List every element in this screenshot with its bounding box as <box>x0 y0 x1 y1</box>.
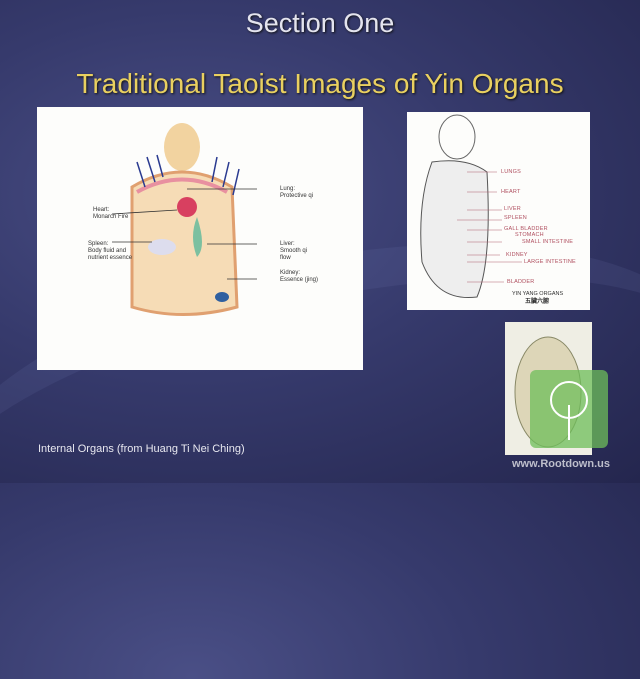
label-lungs: LUNGS <box>501 169 521 175</box>
label-small-intestine: SMALL INTESTINE <box>522 239 574 245</box>
slide-title: Section One <box>245 8 395 38</box>
label-heart: HEART <box>501 189 521 195</box>
taoist-body-drawing <box>420 114 522 299</box>
label-kidney: KIDNEY <box>506 252 528 258</box>
watermark: www.Rootdown.us <box>512 458 610 470</box>
slide-caption: Internal Organs (from Huang Ti Nei Ching… <box>38 443 245 455</box>
body-illustration <box>111 123 257 316</box>
label-bladder: BLADDER <box>507 279 535 285</box>
label-liver: LIVER <box>504 206 521 212</box>
label-spleen: Spleen: Body fluid and nutrient essence <box>88 241 133 261</box>
label-large-intestine: LARGE INTESTINE <box>524 259 576 265</box>
label-gall-bladder: GALL BLADDER <box>504 226 548 232</box>
label-lung: Lung: Protective qi <box>280 186 314 199</box>
figure-caption: YIN YANG ORGANS <box>512 291 564 297</box>
label-kidney: Kidney: Essence (jing) <box>280 270 319 283</box>
tree-logo-icon <box>530 370 608 448</box>
body-organs-illustration: Lung: Protective qi Heart: Monarch Fire … <box>37 107 363 370</box>
yin-yang-organs-illustration: LUNGS HEART LIVER SPLEEN GALL BLADDER ST… <box>407 112 590 310</box>
label-liver: Liver: Smooth qi flow <box>280 241 308 261</box>
slide-subtitle: Traditional Taoist Images of Yin Organs <box>76 68 564 99</box>
label-heart: Heart: Monarch Fire <box>93 207 129 220</box>
label-spleen: SPLEEN <box>504 215 527 221</box>
label-stomach: STOMACH <box>515 232 544 238</box>
figure-caption-chinese: 五臟六腑 <box>525 299 550 305</box>
